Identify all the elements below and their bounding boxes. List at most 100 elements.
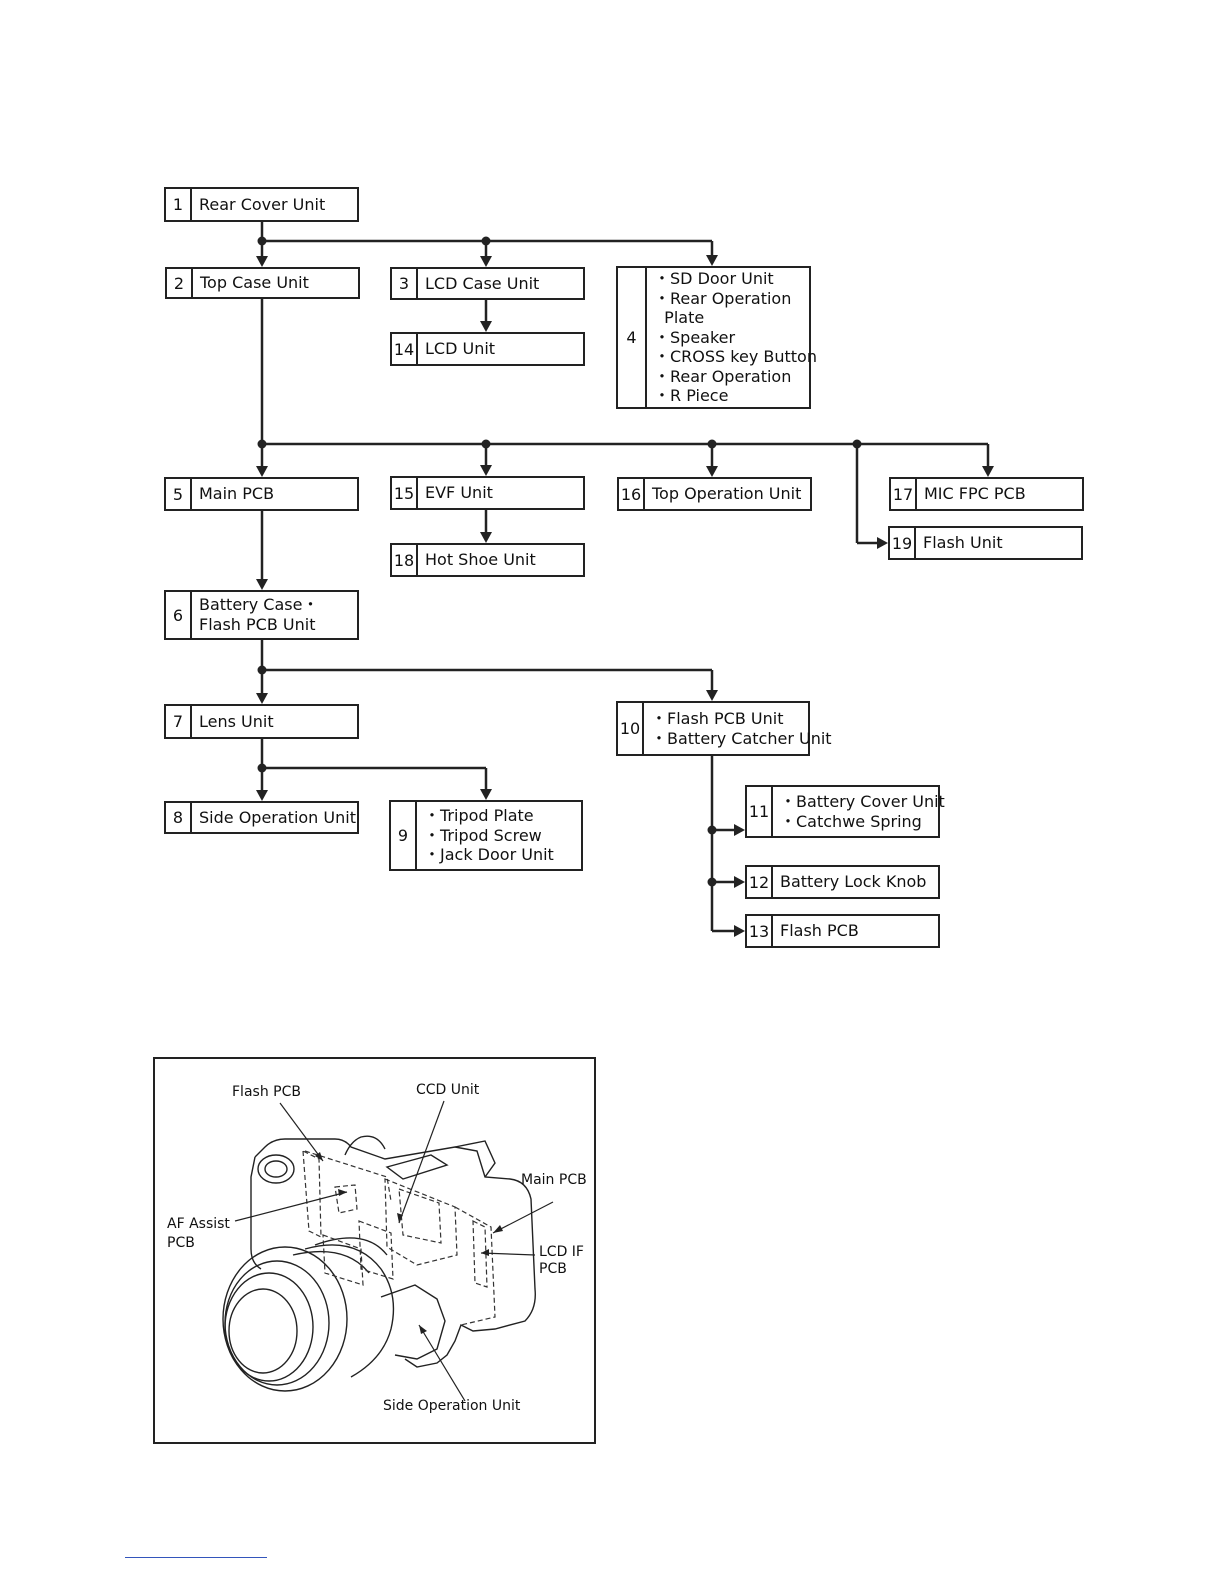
step-label: ・Tripod Plate・Tripod Screw・Jack Door Uni…	[417, 802, 554, 869]
step-label: Battery Case・Flash PCB Unit	[192, 592, 318, 638]
step-label: ・SD Door Unit・Rear Operation Plate・Speak…	[647, 268, 817, 407]
arrowhead	[706, 466, 718, 477]
step-number: 8	[166, 803, 192, 832]
label-af-assist-pcb: PCB	[167, 1235, 195, 1251]
step-label-line: ・Tripod Screw	[424, 825, 542, 845]
arrowhead	[877, 537, 888, 549]
arrowhead	[480, 532, 492, 543]
step-label: ・Battery Cover Unit・Catchwe Spring	[773, 787, 945, 836]
step-label: Side Operation Unit	[192, 803, 356, 832]
step-box-14: 14 LCD Unit	[390, 332, 585, 366]
label-lcd-if-pcb: PCB	[539, 1261, 567, 1277]
step-label: Flash Unit	[916, 528, 1003, 558]
step-number: 17	[891, 479, 917, 509]
arrowhead	[480, 789, 492, 800]
step-label-line: Lens Unit	[199, 711, 274, 731]
step-label: EVF Unit	[418, 478, 493, 508]
step-box-10: 10・Flash PCB Unit・Battery Catcher Unit	[616, 701, 832, 756]
arrowhead	[982, 466, 994, 477]
step-box-12: 12 Battery Lock Knob	[745, 865, 940, 899]
arrowhead	[734, 824, 745, 836]
step-label-line: ・Flash PCB Unit	[651, 708, 784, 728]
step-box-13: 13 Flash PCB	[745, 914, 940, 948]
step-box-8: 8 Side Operation Unit	[164, 801, 359, 834]
step-number: 2	[167, 269, 193, 297]
step-box-4: 4・SD Door Unit・Rear Operation Plate・Spea…	[616, 266, 817, 409]
arrowhead	[480, 321, 492, 332]
step-box-3: 3 LCD Case Unit	[390, 267, 585, 300]
step-label-line: ・R Piece	[654, 386, 729, 406]
step-label-line: LCD Unit	[425, 339, 496, 359]
step-number: 6	[166, 592, 192, 638]
step-number: 14	[392, 334, 418, 364]
step-label: LCD Unit	[418, 334, 495, 364]
step-box-11: 11・Battery Cover Unit・Catchwe Spring	[745, 785, 945, 838]
step-number: 12	[747, 867, 773, 897]
step-label-line: ・Rear Operation	[654, 366, 792, 386]
step-number: 5	[166, 479, 192, 509]
step-label-line: Battery Lock Knob	[780, 872, 927, 892]
junction-dot	[257, 439, 267, 449]
arrowhead	[706, 255, 718, 266]
step-label-line: ・Rear Operation	[654, 288, 792, 308]
step-number: 4	[618, 268, 647, 407]
step-box-15: 15 EVF Unit	[390, 476, 585, 510]
step-number: 19	[890, 528, 916, 558]
step-box-19: 19 Flash Unit	[888, 526, 1083, 560]
label-main-pcb: Main PCB	[521, 1172, 587, 1188]
step-label-line: Plate	[654, 308, 705, 328]
step-label-line: Top Operation Unit	[652, 484, 802, 504]
arrowhead	[480, 465, 492, 476]
step-box-16: 16 Top Operation Unit	[617, 477, 812, 511]
arrowhead	[256, 790, 268, 801]
flow-connectors	[256, 222, 994, 937]
label-flash-pcb: Flash PCB	[232, 1084, 301, 1100]
step-label: LCD Case Unit	[418, 269, 539, 298]
pcb-location-figure: Flash PCB CCD Unit Main PCB AF Assist PC…	[153, 1057, 596, 1444]
step-label-line: ・Battery Catcher Unit	[651, 728, 832, 748]
step-number: 16	[619, 479, 645, 509]
step-label-line: Rear Cover Unit	[199, 194, 326, 214]
step-label: ・Flash PCB Unit・Battery Catcher Unit	[644, 703, 832, 754]
step-label-line: ・Catchwe Spring	[780, 811, 922, 831]
internal-pcbs-dashed	[302, 1149, 496, 1326]
step-label: Main PCB	[192, 479, 274, 509]
step-label-line: ・CROSS key Button	[654, 347, 817, 367]
step-number: 3	[392, 269, 418, 298]
step-label-line: EVF Unit	[425, 483, 493, 503]
step-label: MIC FPC PCB	[917, 479, 1026, 509]
step-label-line: ・SD Door Unit	[654, 268, 774, 288]
step-box-9: 9・Tripod Plate・Tripod Screw・Jack Door Un…	[389, 800, 583, 871]
step-label: Top Operation Unit	[645, 479, 801, 509]
step-number: 15	[392, 478, 418, 508]
step-number: 10	[618, 703, 644, 754]
label-side-operation-unit: Side Operation Unit	[383, 1398, 521, 1414]
step-label-line: LCD Case Unit	[425, 273, 540, 293]
arrowhead	[256, 466, 268, 477]
label-lcd-if: LCD IF	[539, 1244, 584, 1260]
callout-leader-lines	[234, 1100, 554, 1402]
step-number: 18	[392, 545, 418, 575]
step-number: 11	[747, 787, 773, 836]
step-label: Rear Cover Unit	[192, 189, 325, 220]
junction-dot	[257, 236, 267, 246]
step-label-line: ・Battery Cover Unit	[780, 791, 945, 811]
arrowhead	[706, 690, 718, 701]
camera-drawing	[222, 1100, 554, 1402]
arrowhead	[256, 256, 268, 267]
step-label: Lens Unit	[192, 706, 274, 737]
step-label: Flash PCB	[773, 916, 859, 946]
step-label-line: ・Speaker	[654, 327, 736, 347]
step-label-line: Flash Unit	[923, 533, 1003, 553]
arrowhead	[480, 256, 492, 267]
step-number: 13	[747, 916, 773, 946]
step-label-line: Side Operation Unit	[199, 807, 356, 827]
step-label-line: Flash PCB	[780, 921, 859, 941]
step-number: 7	[166, 706, 192, 737]
